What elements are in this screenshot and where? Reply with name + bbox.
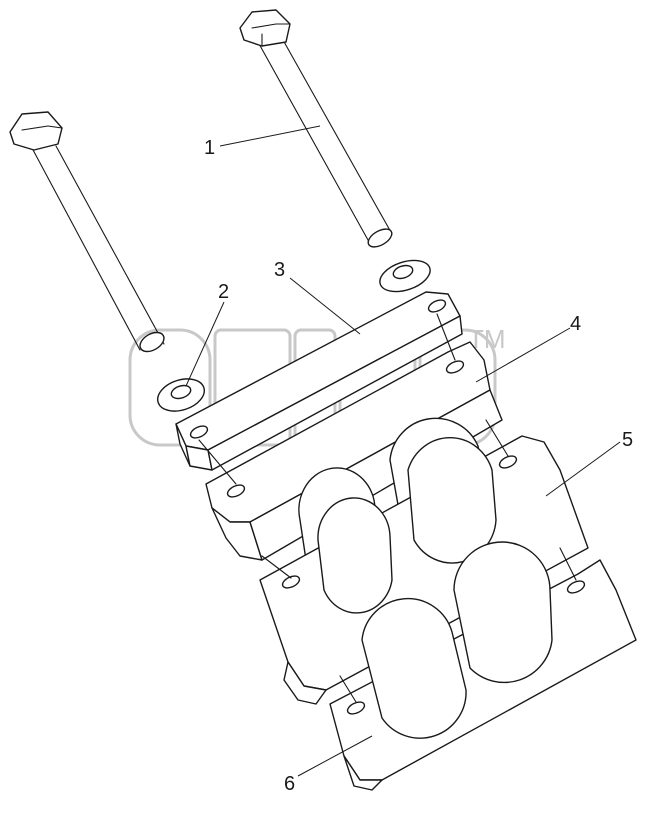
clamp-bottom-half [329, 541, 637, 791]
axis-line-left-bottom [339, 675, 357, 703]
clamp-middle-half [259, 435, 589, 705]
axis-line-left-lower [261, 555, 292, 579]
callout-2: 2 [218, 281, 229, 303]
callout-3: 3 [274, 259, 285, 281]
leader-1 [219, 125, 321, 147]
washer-right [379, 259, 431, 293]
callout-5: 5 [622, 429, 633, 451]
strap-plate [175, 291, 463, 471]
axis-line-left [198, 439, 237, 485]
callout-6: 6 [284, 773, 295, 795]
leader-4 [475, 327, 571, 383]
axis-line-right-bottom [559, 547, 577, 581]
axis-line-right-lower [485, 419, 509, 457]
axis-line-right [436, 313, 456, 361]
washer-left [157, 378, 205, 412]
leader-3 [289, 277, 361, 335]
leader-2 [185, 301, 225, 387]
bolt-left [9, 111, 165, 353]
leader-5 [545, 441, 621, 497]
leader-6 [297, 735, 373, 777]
callout-1: 1 [204, 137, 215, 159]
bolt-right [239, 9, 393, 248]
callout-4: 4 [570, 313, 581, 335]
